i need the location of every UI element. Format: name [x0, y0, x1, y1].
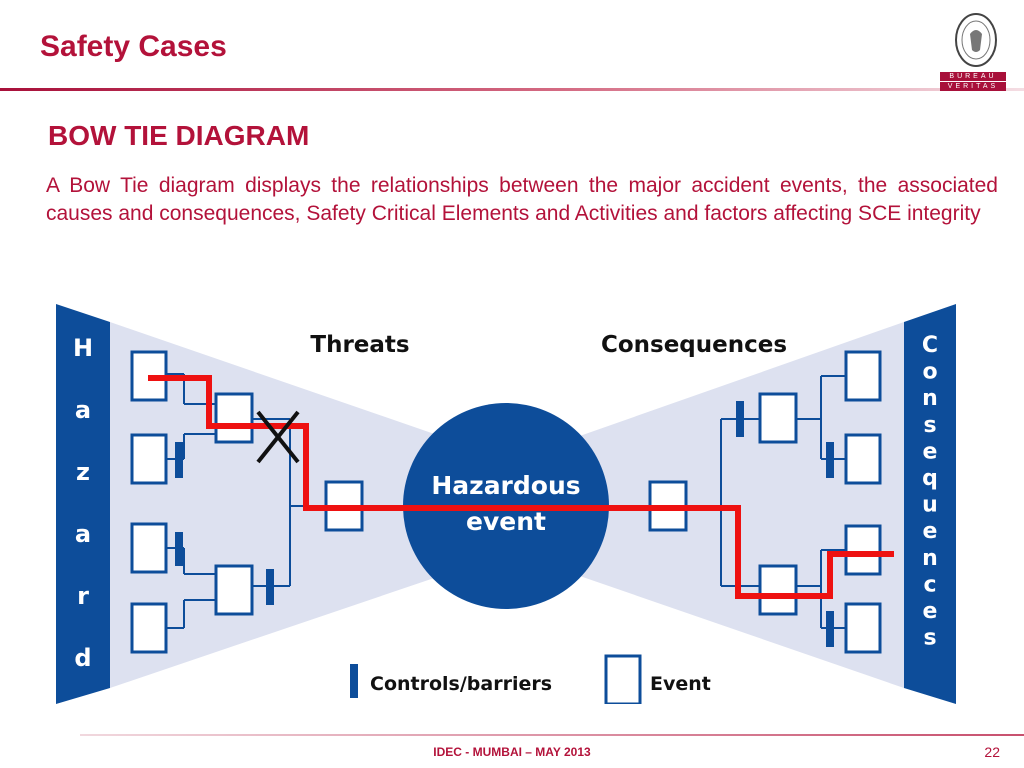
- hazardous-event-line1: Hazardous: [431, 471, 580, 500]
- threats-label: Threats: [310, 332, 409, 358]
- failed-barrier-x-icon: [256, 410, 300, 464]
- event-boxes: [130, 350, 882, 654]
- page-number: 22: [984, 744, 1000, 760]
- logo-band-top: BUREAU: [940, 72, 1006, 81]
- consequences-label-letter: o: [922, 360, 937, 385]
- logo-band-bottom: VERITAS: [940, 82, 1006, 91]
- bow-tie-diagram: Hazard Consequences Threats Consequences: [56, 304, 956, 704]
- consequences-label-letter: s: [923, 626, 936, 651]
- hazard-label-letter: a: [75, 520, 91, 548]
- legend-event-icon: [604, 654, 642, 704]
- legend-controls-label: Controls/barriers: [370, 673, 552, 695]
- footer-text: IDEC - MUMBAI – MAY 2013: [433, 745, 591, 759]
- consequences-label-letter: C: [922, 333, 938, 358]
- consequences-label-letter: u: [922, 493, 938, 518]
- hazard-bar: [56, 304, 110, 704]
- hazard-label-letter: r: [77, 582, 89, 610]
- consequences-label-letter: n: [922, 546, 938, 571]
- consequences-header: Consequences: [601, 332, 787, 358]
- consequences-label-letter: e: [923, 439, 938, 464]
- hazard-label-letter: z: [76, 458, 90, 486]
- slide-title: Safety Cases: [40, 30, 227, 63]
- threats-panel: [110, 322, 446, 688]
- company-logo: BUREAU VERITAS: [940, 12, 1010, 92]
- intro-paragraph: A Bow Tie diagram displays the relations…: [46, 174, 998, 225]
- hazard-label: Ha z a r d: [73, 334, 93, 672]
- consequences-label-letter: e: [923, 519, 938, 544]
- legend-barrier-icon: [350, 664, 358, 698]
- legend-event-label: Event: [650, 673, 711, 695]
- footer-rule: [80, 734, 1024, 736]
- barriers: [175, 401, 834, 647]
- consequences-label-letter: c: [923, 572, 936, 597]
- hazard-label-letter: d: [74, 644, 91, 672]
- consequences-bar: [904, 304, 956, 704]
- consequences-label-letter: n: [922, 386, 938, 411]
- hazard-label-letter: a: [75, 396, 91, 424]
- section-heading: BOW TIE DIAGRAM: [48, 120, 310, 151]
- consequences-label-letter: e: [923, 599, 938, 624]
- logo-seal-icon: [955, 13, 997, 67]
- consequences-label: Consequences: [922, 333, 938, 651]
- consequences-label-letter: q: [922, 466, 938, 491]
- failure-path: [148, 375, 894, 599]
- consequences-label-letter: s: [923, 413, 936, 438]
- hazardous-event-line2: event: [466, 507, 546, 536]
- title-rule: [0, 88, 1024, 91]
- hazard-label-letter: H: [73, 334, 93, 362]
